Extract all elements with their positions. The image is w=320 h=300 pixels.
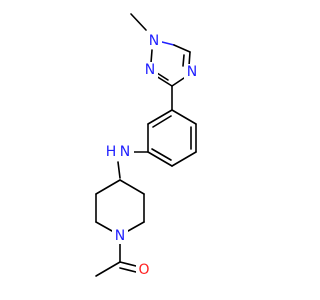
bond-n4-c3 [171, 77, 185, 87]
triazole-ring [130, 13, 191, 87]
piperidine-ring [95, 179, 145, 232]
benzene-ring [147, 85, 197, 167]
ring-de-inner [151, 148, 172, 161]
h-amine-label: H [106, 144, 117, 160]
ring-de [147, 151, 173, 167]
bond-carbonyl-o-1 [119, 261, 137, 267]
bond-n1-c5-b [173, 44, 191, 53]
methyl-bond [130, 13, 147, 31]
n-ring-left-label: N [145, 62, 155, 78]
molecule-svg: N N N H N N O [95, 13, 200, 278]
bond-carbonyl-methyl [95, 261, 121, 277]
ring-fa [147, 109, 173, 125]
bond-c3-n2-inner [156, 72, 169, 81]
n-amine-label: N [120, 144, 130, 160]
n-ring-right-label: N [187, 64, 197, 80]
ring-fa-inner [152, 115, 172, 128]
bond-nh-c4 [117, 161, 121, 179]
ring-cd [171, 151, 197, 167]
bond-c3-n2 [155, 75, 173, 87]
bond-n2-n1 [150, 49, 153, 64]
n-piperidine-label: N [115, 228, 125, 244]
pip-c4-c5 [119, 179, 145, 195]
acetyl-group [95, 243, 137, 277]
amine-linker [117, 151, 149, 179]
atom-labels: N N N H N N O [104, 33, 200, 278]
bond-carbonyl-o-2 [119, 267, 137, 273]
n-methyl-label: N [149, 33, 159, 49]
pip-c3-c4 [95, 179, 121, 195]
ring-ab [171, 109, 197, 125]
o-carbonyl-label: O [138, 262, 149, 278]
bond-c5-n4 [188, 51, 191, 67]
pip-c6-n1 [127, 221, 145, 232]
structure-diagram: N N N H N N O [95, 13, 200, 278]
bond-c5-n4-inner [182, 54, 185, 67]
bond-n1-c5 [161, 41, 175, 46]
pip-n1-c2 [95, 221, 113, 232]
